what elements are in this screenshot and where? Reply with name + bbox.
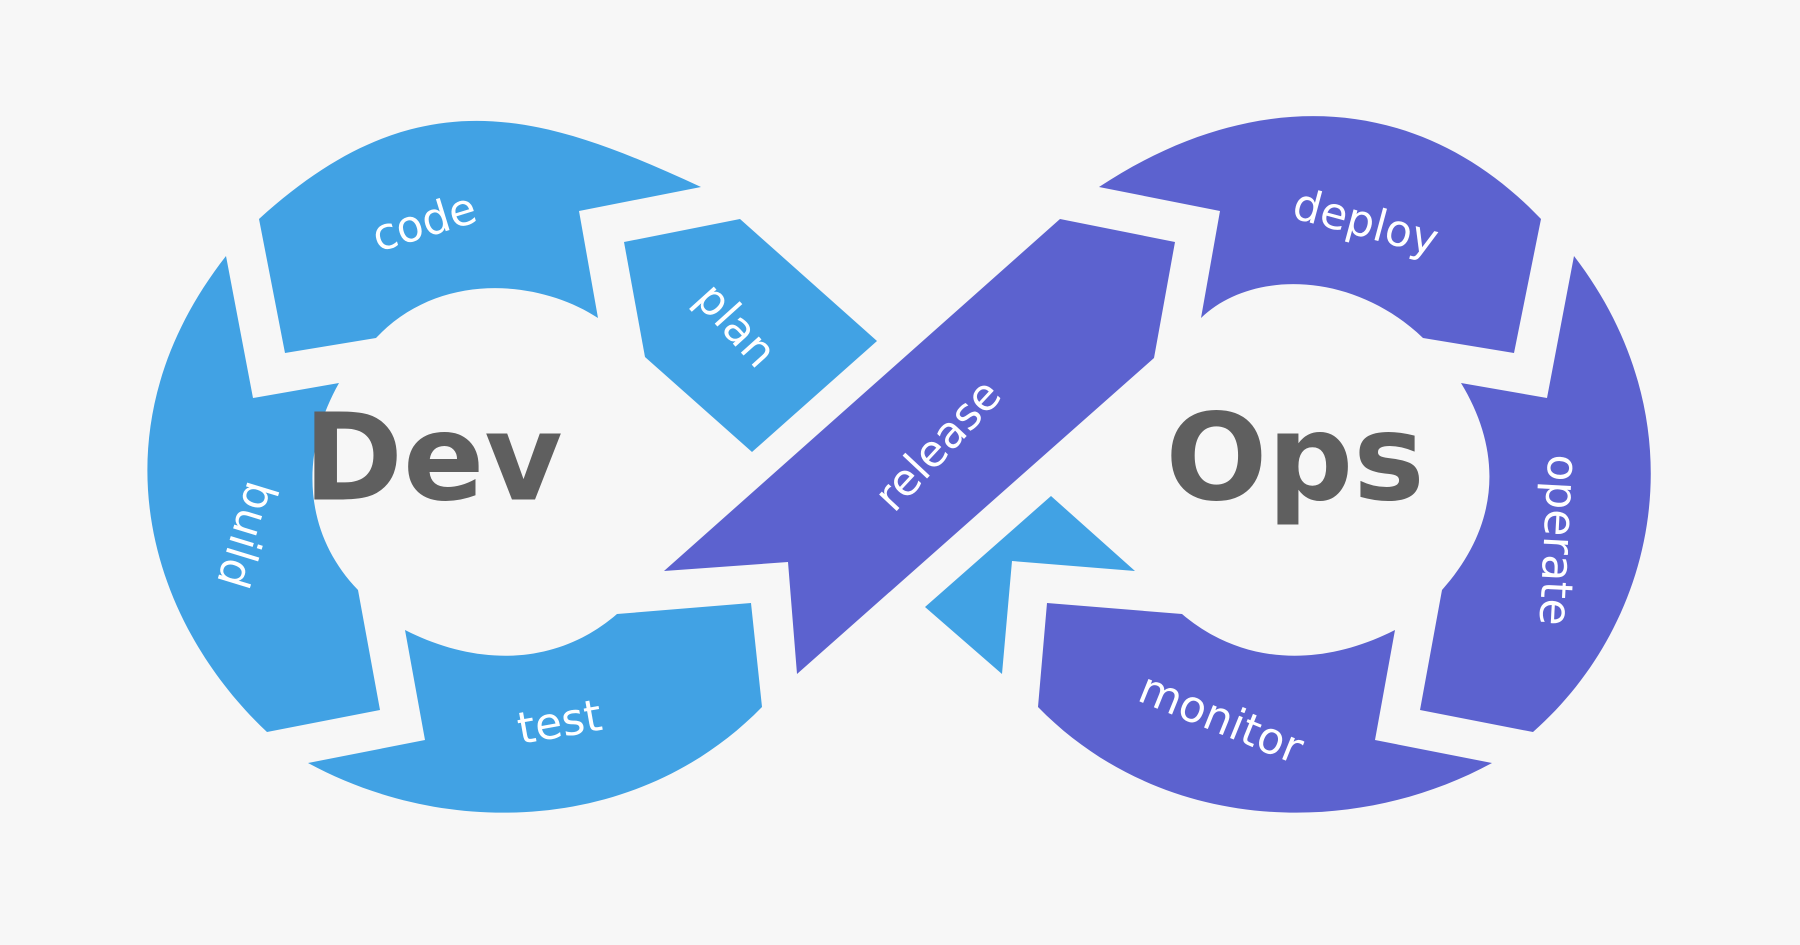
ops-loop bbox=[664, 116, 1651, 813]
dev-title: Dev bbox=[303, 390, 562, 529]
dev-segment-code bbox=[259, 120, 701, 353]
ops-segment-release bbox=[664, 219, 1175, 674]
ops-segment-operate bbox=[1420, 256, 1651, 732]
dev-loop-return-arrow bbox=[925, 496, 1135, 674]
ops-segment-deploy bbox=[1099, 116, 1541, 353]
ops-title: Ops bbox=[1165, 390, 1424, 529]
ops-segment-monitor bbox=[1038, 603, 1492, 813]
dev-segment-test bbox=[308, 603, 762, 813]
dev-loop bbox=[147, 120, 1135, 813]
stage-label-operate: operate bbox=[1529, 453, 1589, 627]
dev-segment-build bbox=[147, 256, 380, 732]
dev-segment-plan bbox=[624, 219, 877, 452]
